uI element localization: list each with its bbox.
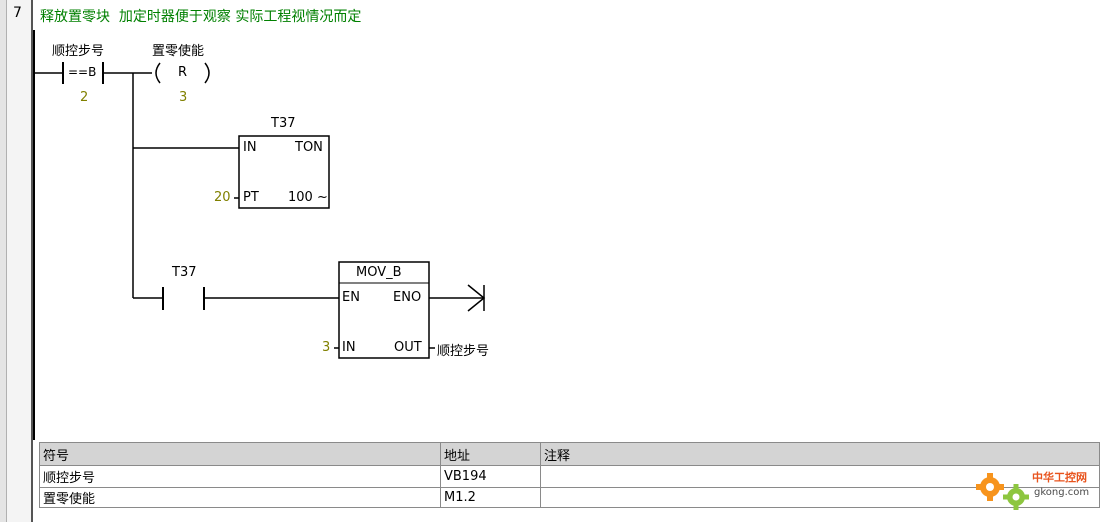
network-comment[interactable]: 释放置零块 加定时器便于观察 实际工程视情况而定	[40, 9, 362, 25]
reset-coil-left[interactable]	[155, 62, 161, 84]
table-row[interactable]: 置零使能 M1.2	[39, 487, 1100, 508]
gear-icon	[976, 473, 1029, 510]
mov-in-value: 3	[322, 340, 331, 355]
mov-box[interactable]	[338, 261, 430, 359]
watermark-text: 中华工控网	[1032, 470, 1087, 484]
network-number[interactable]: 7	[13, 5, 22, 21]
symbol-table[interactable]: 符号 地址 注释 顺控步号 VB194 置零使能 M1.2	[39, 442, 1100, 508]
timer-pt-label: PT	[243, 190, 259, 205]
compare-symbol: 顺控步号	[52, 44, 105, 59]
watermark-url: gkong.com	[1034, 487, 1089, 498]
cell-symbol[interactable]: 顺控步号	[39, 465, 441, 488]
timer-in-label: IN	[243, 140, 257, 155]
timer-type: TON	[295, 140, 323, 155]
header-address[interactable]: 地址	[440, 442, 541, 466]
compare-value: 2	[80, 90, 89, 105]
contact-symbol: T37	[172, 265, 197, 280]
ladder-diagram[interactable]	[0, 0, 1111, 440]
coil-operator: R	[178, 65, 188, 80]
mov-out-symbol: 顺控步号	[437, 344, 490, 359]
mov-en-label: EN	[342, 290, 360, 305]
cell-comment[interactable]	[540, 487, 1100, 508]
network-number-column: 7	[7, 0, 33, 522]
header-comment[interactable]: 注释	[540, 442, 1100, 466]
mov-in-label: IN	[342, 340, 356, 355]
mov-title: MOV_B	[356, 265, 402, 280]
timer-box[interactable]	[238, 135, 330, 209]
coil-count: 3	[179, 90, 188, 105]
timer-resolution: 100 ~	[288, 190, 328, 205]
left-gutter	[0, 0, 7, 522]
cell-symbol[interactable]: 置零使能	[39, 487, 441, 508]
cell-address[interactable]: M1.2	[440, 487, 541, 508]
symbol-table-header: 符号 地址 注释	[39, 442, 1100, 466]
timer-preset: 20	[214, 190, 231, 205]
table-row[interactable]: 顺控步号 VB194	[39, 465, 1100, 488]
gkong-watermark-logo: 中华工控网 gkong.com	[976, 470, 1089, 510]
cell-address[interactable]: VB194	[440, 465, 541, 488]
mov-eno-label: ENO	[393, 290, 422, 305]
mov-out-label: OUT	[394, 340, 422, 355]
coil-symbol: 置零使能	[152, 44, 205, 59]
timer-name: T37	[271, 116, 296, 131]
compare-operator: ==B	[68, 65, 97, 79]
reset-coil-right[interactable]	[204, 62, 210, 84]
header-symbol[interactable]: 符号	[39, 442, 441, 466]
